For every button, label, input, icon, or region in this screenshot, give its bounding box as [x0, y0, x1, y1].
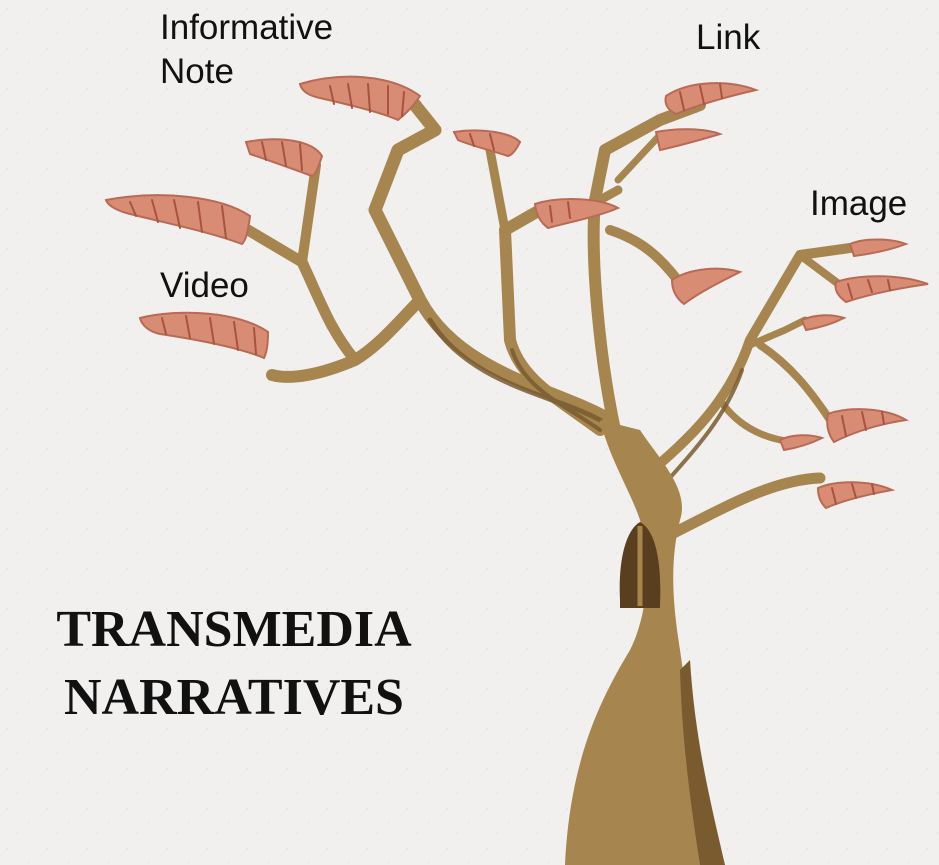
title-line2: NARRATIVES [64, 669, 404, 726]
label-informative-line1: Informative [160, 8, 334, 47]
leaf-link-small [654, 128, 724, 152]
leaf-link [664, 82, 760, 116]
leaf-veins [129, 83, 891, 505]
leaf-right-mid [670, 267, 743, 306]
leaf-right-lower [826, 408, 909, 444]
leaf-right-small-2 [778, 434, 825, 452]
label-informative-note: Informative Note [160, 6, 333, 94]
trunk-shadow [680, 660, 725, 865]
tree-trunk [565, 420, 725, 865]
leaf-image [834, 275, 929, 304]
label-informative-line2: Note [160, 52, 234, 91]
title-line1: TRANSMEDIA [56, 601, 412, 658]
label-link: Link [696, 18, 761, 57]
label-video: Video [160, 266, 249, 305]
leaf-right-small-1 [800, 314, 847, 332]
leaf-middle [533, 198, 621, 230]
label-image: Image [810, 184, 908, 223]
leaf-video [138, 311, 270, 360]
leaf-image-top [848, 238, 909, 258]
page-title: TRANSMEDIA NARRATIVES [14, 596, 454, 732]
